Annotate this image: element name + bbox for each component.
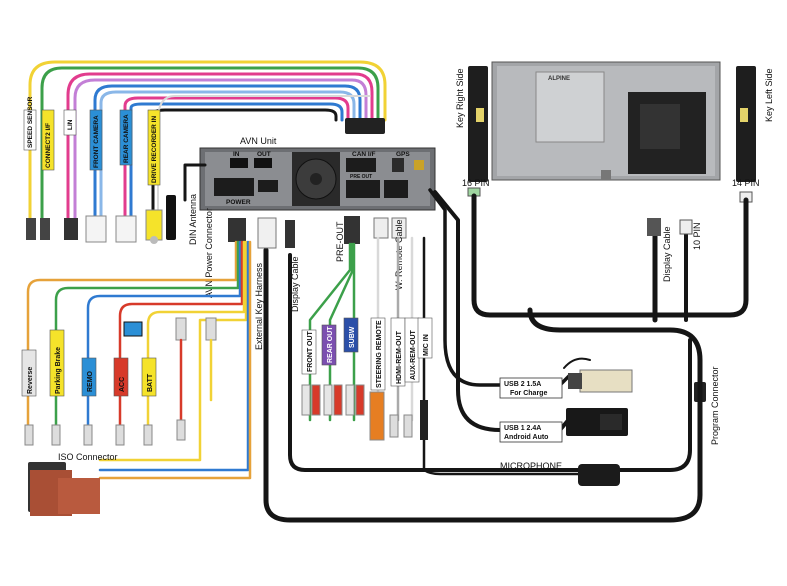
usb2-line1: USB 2 1.5A xyxy=(504,381,541,388)
label-key-right-side: Key Right Side xyxy=(455,68,465,128)
top-labels: SPEED SENSOR CONNECT2 I/F LIN FRONT CAME… xyxy=(23,96,161,186)
svg-text:PRE OUT: PRE OUT xyxy=(350,174,372,180)
label-external-key-harness: External Key Harness xyxy=(254,262,264,350)
label-front-camera: FRONT CAMERA xyxy=(93,115,100,168)
remote-tags: STEERING REMOTE HDMI-REM-OUT AUX-REM-OUT… xyxy=(370,317,433,391)
avn-unit-title: AVN Unit xyxy=(240,136,277,146)
label-16-pin: 16 PIN xyxy=(462,178,490,188)
tag-acc: ACC xyxy=(119,377,126,392)
label-pre-out: PRE-OUT xyxy=(335,221,345,262)
svg-text:OUT: OUT xyxy=(257,151,271,158)
tag-hdmi-rem-out: HDMI-REM-OUT xyxy=(396,330,403,384)
svg-text:GPS: GPS xyxy=(396,151,410,158)
power-harness: AVN Power Connector xyxy=(26,208,252,480)
tag-rear-out: REAR OUT xyxy=(327,326,334,363)
tag-aux-rem-out: AUX-REM-OUT xyxy=(410,330,417,380)
display-cables: Display Cable 10 PIN Program Connector xyxy=(263,193,749,523)
tag-steering-remote: STEERING REMOTE xyxy=(376,320,383,388)
label-drive-recorder: DRIVE RECORDER IN xyxy=(151,116,158,183)
avn-unit: AVN Unit IN OUT CAN I/F GPS POWER PRE OU… xyxy=(199,136,436,211)
display-unit: ALPINE Key Right Side Key Left Side 16 P… xyxy=(455,61,774,203)
label-key-left-side: Key Left Side xyxy=(764,68,774,122)
display-brand: ALPINE xyxy=(548,76,570,82)
tag-batt: BATT xyxy=(147,373,154,392)
svg-text:POWER: POWER xyxy=(226,199,251,206)
label-din-antenna: DIN Antenna xyxy=(188,194,198,245)
label-connect2: CONNECT2 I/F xyxy=(45,123,52,168)
label-iso-connector: ISO Connector xyxy=(58,452,118,462)
label-speed-sensor: SPEED SENSOR xyxy=(27,96,34,148)
usb-cables: USB 2 1.5A For Charge USB 1 2.4A Android… xyxy=(422,188,633,486)
tag-front-out: FRONT OUT xyxy=(307,330,314,372)
tag-parking-brake: Parking Brake xyxy=(55,347,62,394)
usb1-label-box xyxy=(499,421,563,443)
label-display-cable-right: Display Cable xyxy=(662,226,672,282)
label-microphone: MICROPHONE xyxy=(500,461,562,471)
top-connectors xyxy=(26,195,176,244)
tag-subw: SUBW xyxy=(349,326,356,348)
din-antenna: DIN Antenna xyxy=(183,163,207,245)
tag-reverse: Reverse xyxy=(27,367,34,394)
label-program-connector: Program Connector xyxy=(710,366,720,445)
label-10-pin: 10 PIN xyxy=(692,222,702,250)
pre-out-tags: FRONT OUT REAR OUT SUBW xyxy=(301,317,359,375)
svg-text:CAN I/F: CAN I/F xyxy=(352,151,376,158)
label-avn-power-connector: AVN Power Connector xyxy=(204,208,214,298)
label-display-cable-left: Display Cable xyxy=(290,256,300,312)
label-rear-camera: REAR CAMERA xyxy=(123,114,130,163)
usb2-line2: For Charge xyxy=(510,390,547,397)
usb1-line2: Android Auto xyxy=(504,434,548,441)
iso-connector: ISO Connector xyxy=(28,452,118,516)
usb2-label-box xyxy=(499,377,563,399)
top-cable-bundle xyxy=(28,60,387,232)
label-14-pin: 14 PIN xyxy=(732,178,760,188)
tag-remo: REMO xyxy=(87,370,94,392)
usb1-line1: USB 1 2.4A xyxy=(504,425,541,432)
power-tags: Reverse Parking Brake REMO ACC BATT xyxy=(21,329,186,446)
key-right-side xyxy=(468,66,488,182)
svg-text:IN: IN xyxy=(233,151,240,158)
tag-mic-in: MIC IN xyxy=(423,334,430,356)
key-left-side xyxy=(736,66,756,182)
top-harness-plug xyxy=(345,118,385,134)
label-lin: LIN xyxy=(67,119,74,130)
